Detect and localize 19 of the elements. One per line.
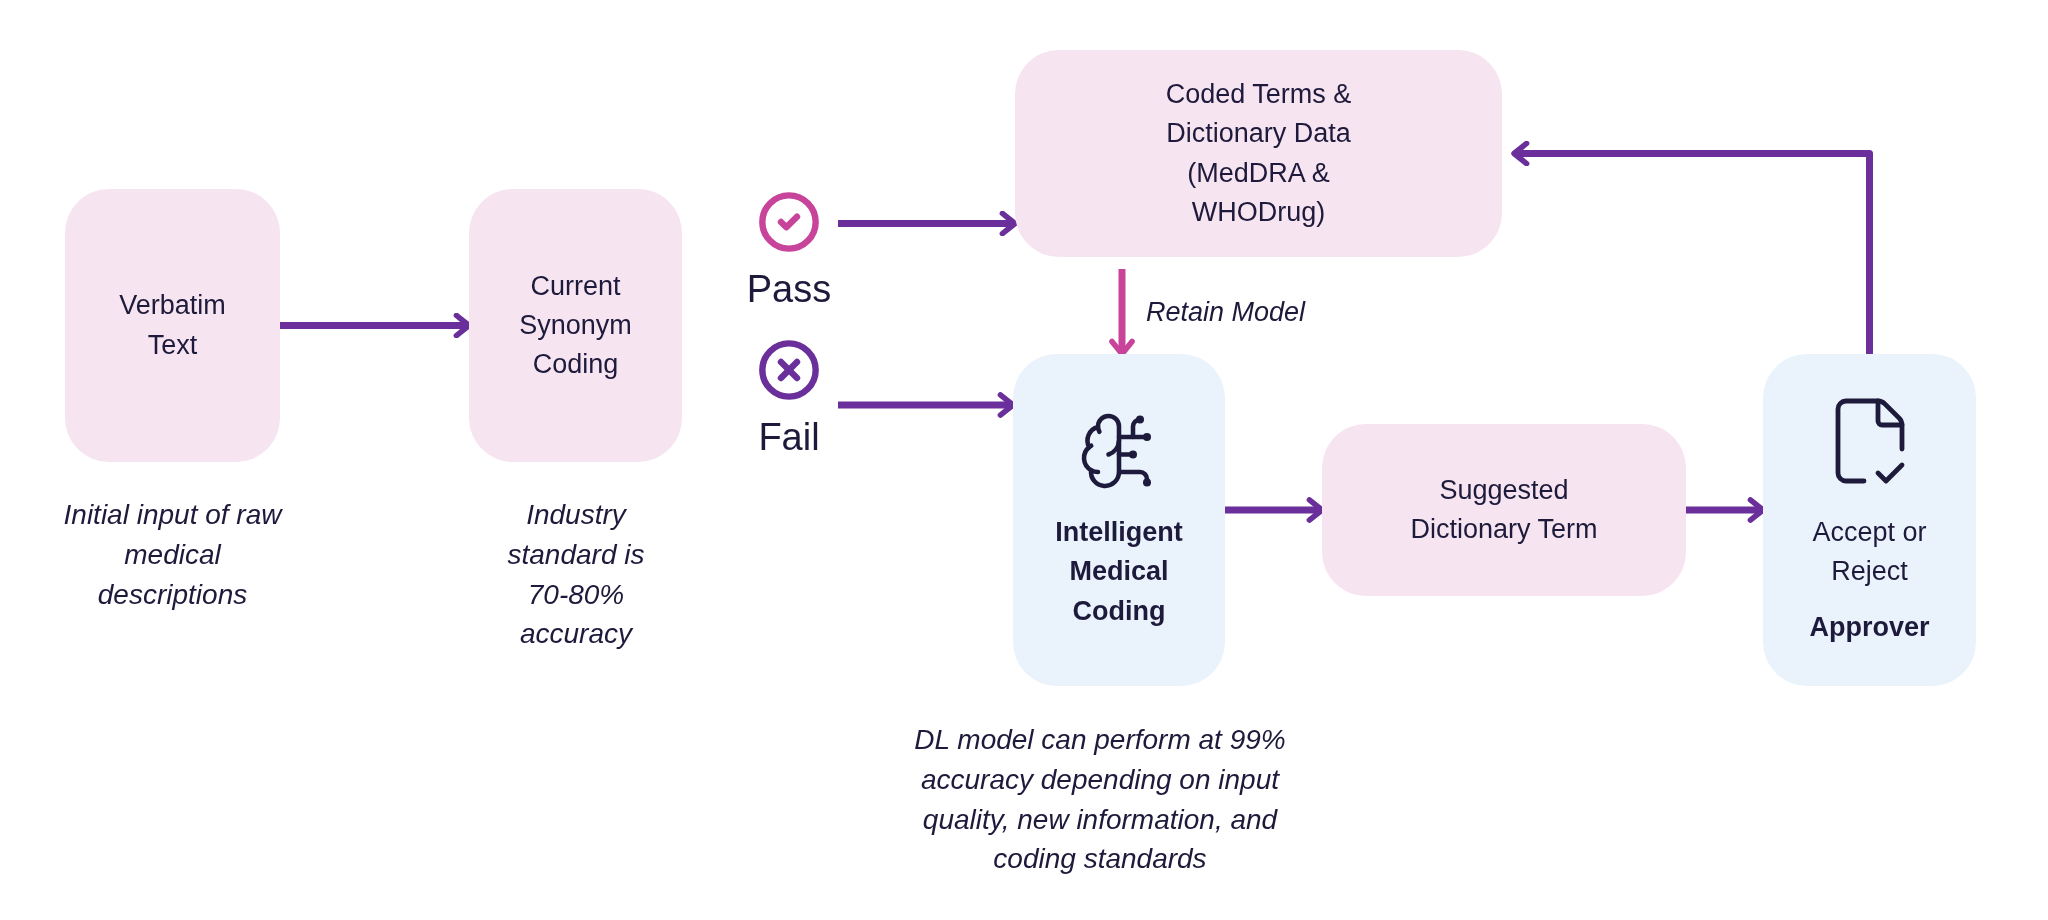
node-text: Approver [1808, 610, 1931, 644]
node-text: Coded Terms & Dictionary Data (MedDRA & WHODrug) [1164, 78, 1353, 229]
node-text: Verbatim Text [118, 289, 227, 362]
node-text: Current Synonym Coding [518, 269, 633, 382]
node-caption: DL model can perform at 99% accuracy depending on input quality, new information, and coding standards [913, 723, 1287, 877]
process-box [469, 189, 682, 462]
node-caption: Initial input of raw medical descriptions [62, 498, 284, 612]
ai-step-box [1013, 354, 1225, 686]
process-box [1015, 50, 1502, 257]
status-label: Fail [758, 418, 820, 456]
process-box [1322, 424, 1686, 596]
node-caption: Industry standard is 70-80% accuracy [506, 498, 646, 652]
node-text: Suggested Dictionary Term [1409, 473, 1599, 546]
review-box [1763, 354, 1976, 686]
process-box [65, 189, 280, 462]
status-label: Pass [746, 270, 832, 308]
node-text: Accept or Reject [1811, 516, 1928, 589]
arrow [1511, 140, 1873, 354]
node-text: Intelligent Medical Coding [1054, 516, 1184, 628]
